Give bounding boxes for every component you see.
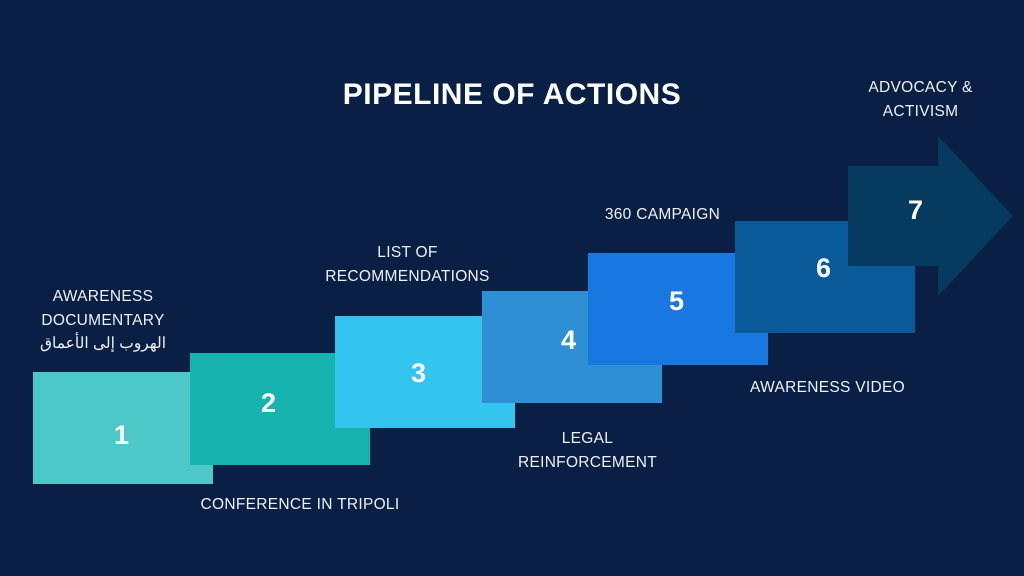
- step-4-number: 4: [561, 325, 577, 355]
- step-6-number: 6: [816, 253, 832, 283]
- step-5-label: 360 CAMPAIGN: [604, 206, 721, 223]
- step-7-number: 7: [908, 195, 924, 225]
- step-5-number: 5: [669, 286, 685, 316]
- step-1-block: [33, 372, 213, 484]
- step-4-label: LEGAL REINFORCEMENT: [517, 430, 658, 472]
- step-7-label: ADVOCACY & ACTIVISM: [868, 79, 973, 121]
- step-2-number: 2: [261, 388, 277, 418]
- page-title: PIPELINE OF ACTIONS: [342, 78, 682, 111]
- step-1-label: AWARENESS DOCUMENTARY: [41, 288, 165, 330]
- step-6-label: AWARENESS VIDEO: [750, 379, 905, 396]
- pipeline-step-1[interactable]: [33, 372, 213, 484]
- step-3-number: 3: [411, 358, 427, 388]
- pipeline-step-7[interactable]: [848, 136, 1013, 296]
- step-2-label: CONFERENCE IN TRIPOLI: [200, 496, 400, 513]
- step-3-label: LIST OF RECOMMENDATIONS: [325, 244, 490, 286]
- step-1-label-arabic: الهروب إلى الأعماق: [39, 335, 167, 352]
- step-7-arrow-block: [848, 136, 1013, 296]
- step-1-number: 1: [114, 420, 130, 450]
